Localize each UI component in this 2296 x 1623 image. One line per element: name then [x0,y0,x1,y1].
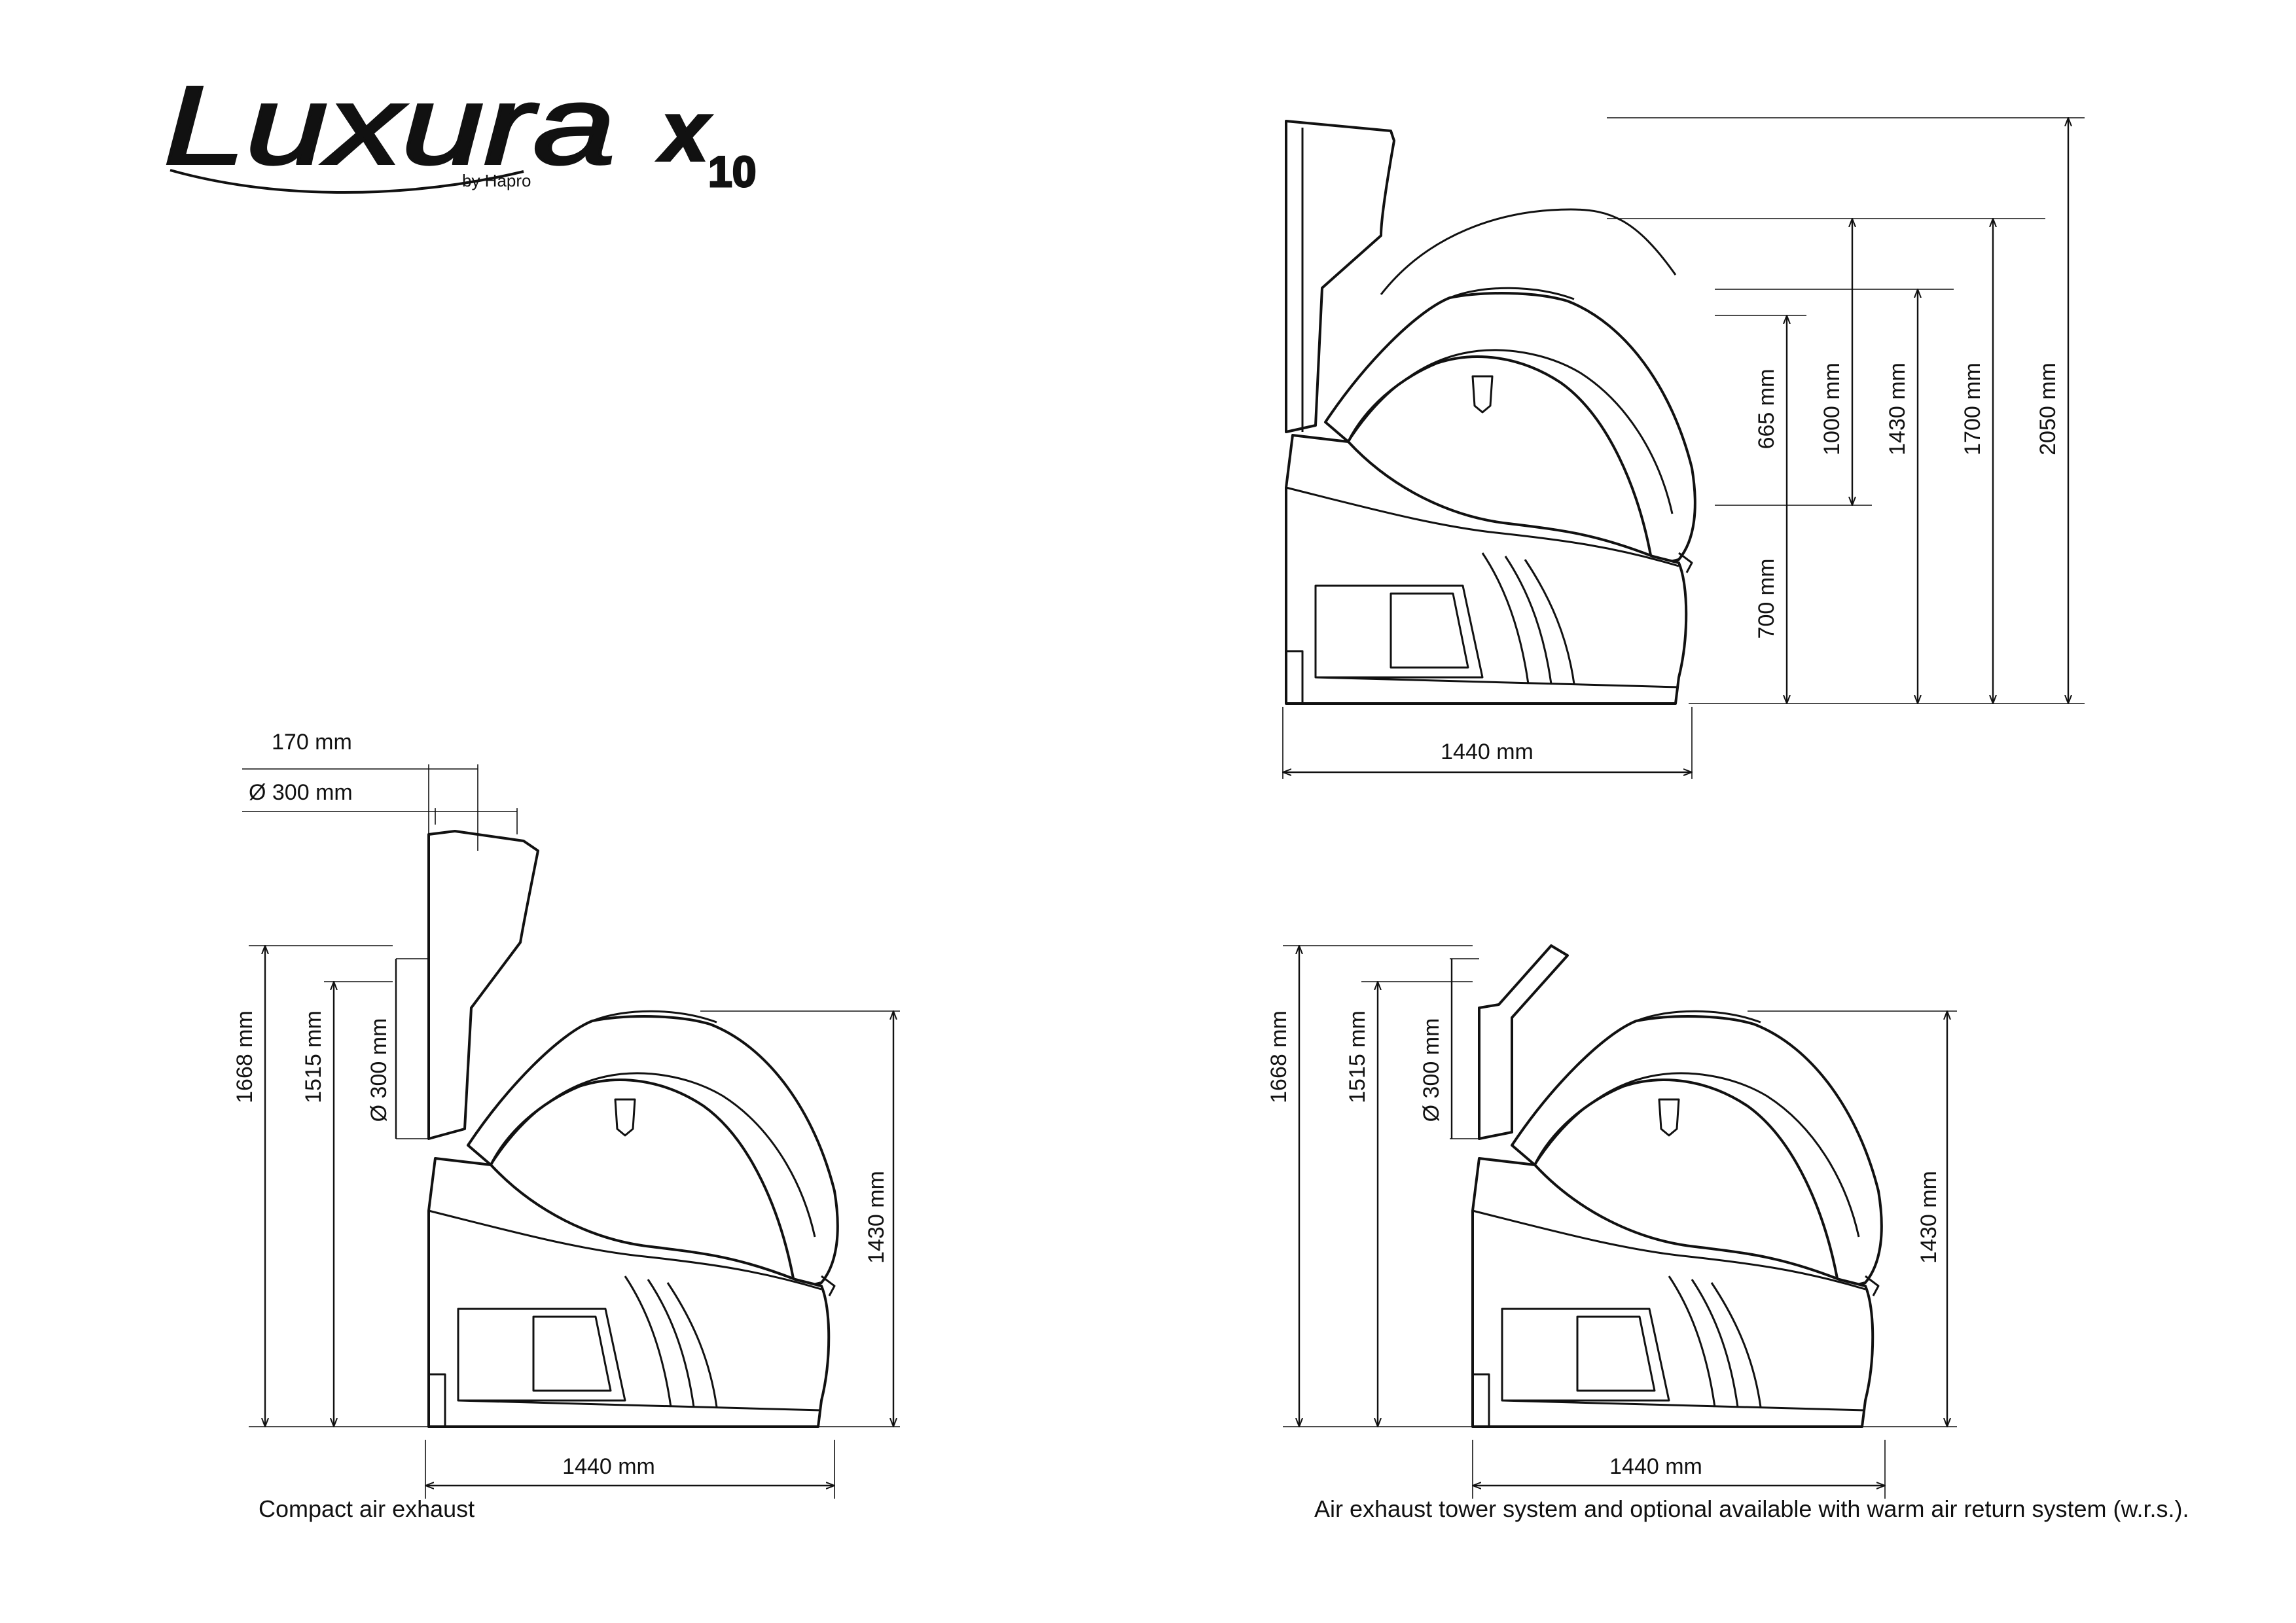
logo-swoosh [170,169,524,194]
dim-1515: 1515 mm [1345,1010,1370,1103]
logo-model-letter: x [657,83,711,179]
dimension-lines [1283,118,2085,779]
exhaust-tower [1478,944,1569,1140]
dim-665: 665 mm [1754,369,1779,450]
dim-width: 1440 mm [562,1454,655,1479]
dim-width: 1440 mm [1609,1454,1702,1479]
compact-exhaust [427,830,539,1140]
dim-1430: 1430 mm [864,1171,889,1264]
logo-maker-text: by Hapro [462,171,531,190]
view-bottom-left: 170 mm Ø 300 mm 1668 mm 1515 mm Ø 300 mm… [232,730,900,1522]
dim-700: 700 mm [1754,559,1779,639]
machine-side-profile [1285,287,1696,705]
machine-side-profile [1471,1010,1883,1428]
dim-diam300-side: Ø 300 mm [1419,1018,1444,1122]
exhaust-tower [1285,120,1395,433]
dim-diam300-top: Ø 300 mm [249,780,353,805]
dim-width: 1440 mm [1441,740,1534,764]
dimension-lines [242,764,900,1499]
dim-2050: 2050 mm [2036,363,2060,455]
caption-tower: Air exhaust tower system and optional av… [1314,1495,2189,1522]
dim-1668: 1668 mm [232,1010,257,1103]
logo-brand-text: Luxura [164,63,615,188]
view-bottom-right: 1668 mm 1515 mm Ø 300 mm 1430 mm 1440 mm… [1266,944,2189,1522]
dim-1700: 1700 mm [1960,363,1985,455]
dim-1000: 1000 mm [1820,363,1844,455]
dim-1668: 1668 mm [1266,1010,1291,1103]
dim-170: 170 mm [272,730,352,755]
dim-1430: 1430 mm [1916,1171,1941,1264]
machine-side-profile [427,1010,839,1428]
dim-1515: 1515 mm [301,1010,326,1103]
logo-model-number: 10 [708,147,756,196]
caption-compact: Compact air exhaust [259,1495,475,1522]
dim-diam300-side: Ø 300 mm [367,1018,391,1122]
view-top-right: 665 mm 700 mm 1000 mm 1430 mm 1700 mm 20… [1283,118,2085,779]
dimension-lines [1283,946,1957,1499]
brand-logo: Luxura by Hapro x 10 [162,62,757,197]
dim-1430: 1430 mm [1885,363,1910,455]
